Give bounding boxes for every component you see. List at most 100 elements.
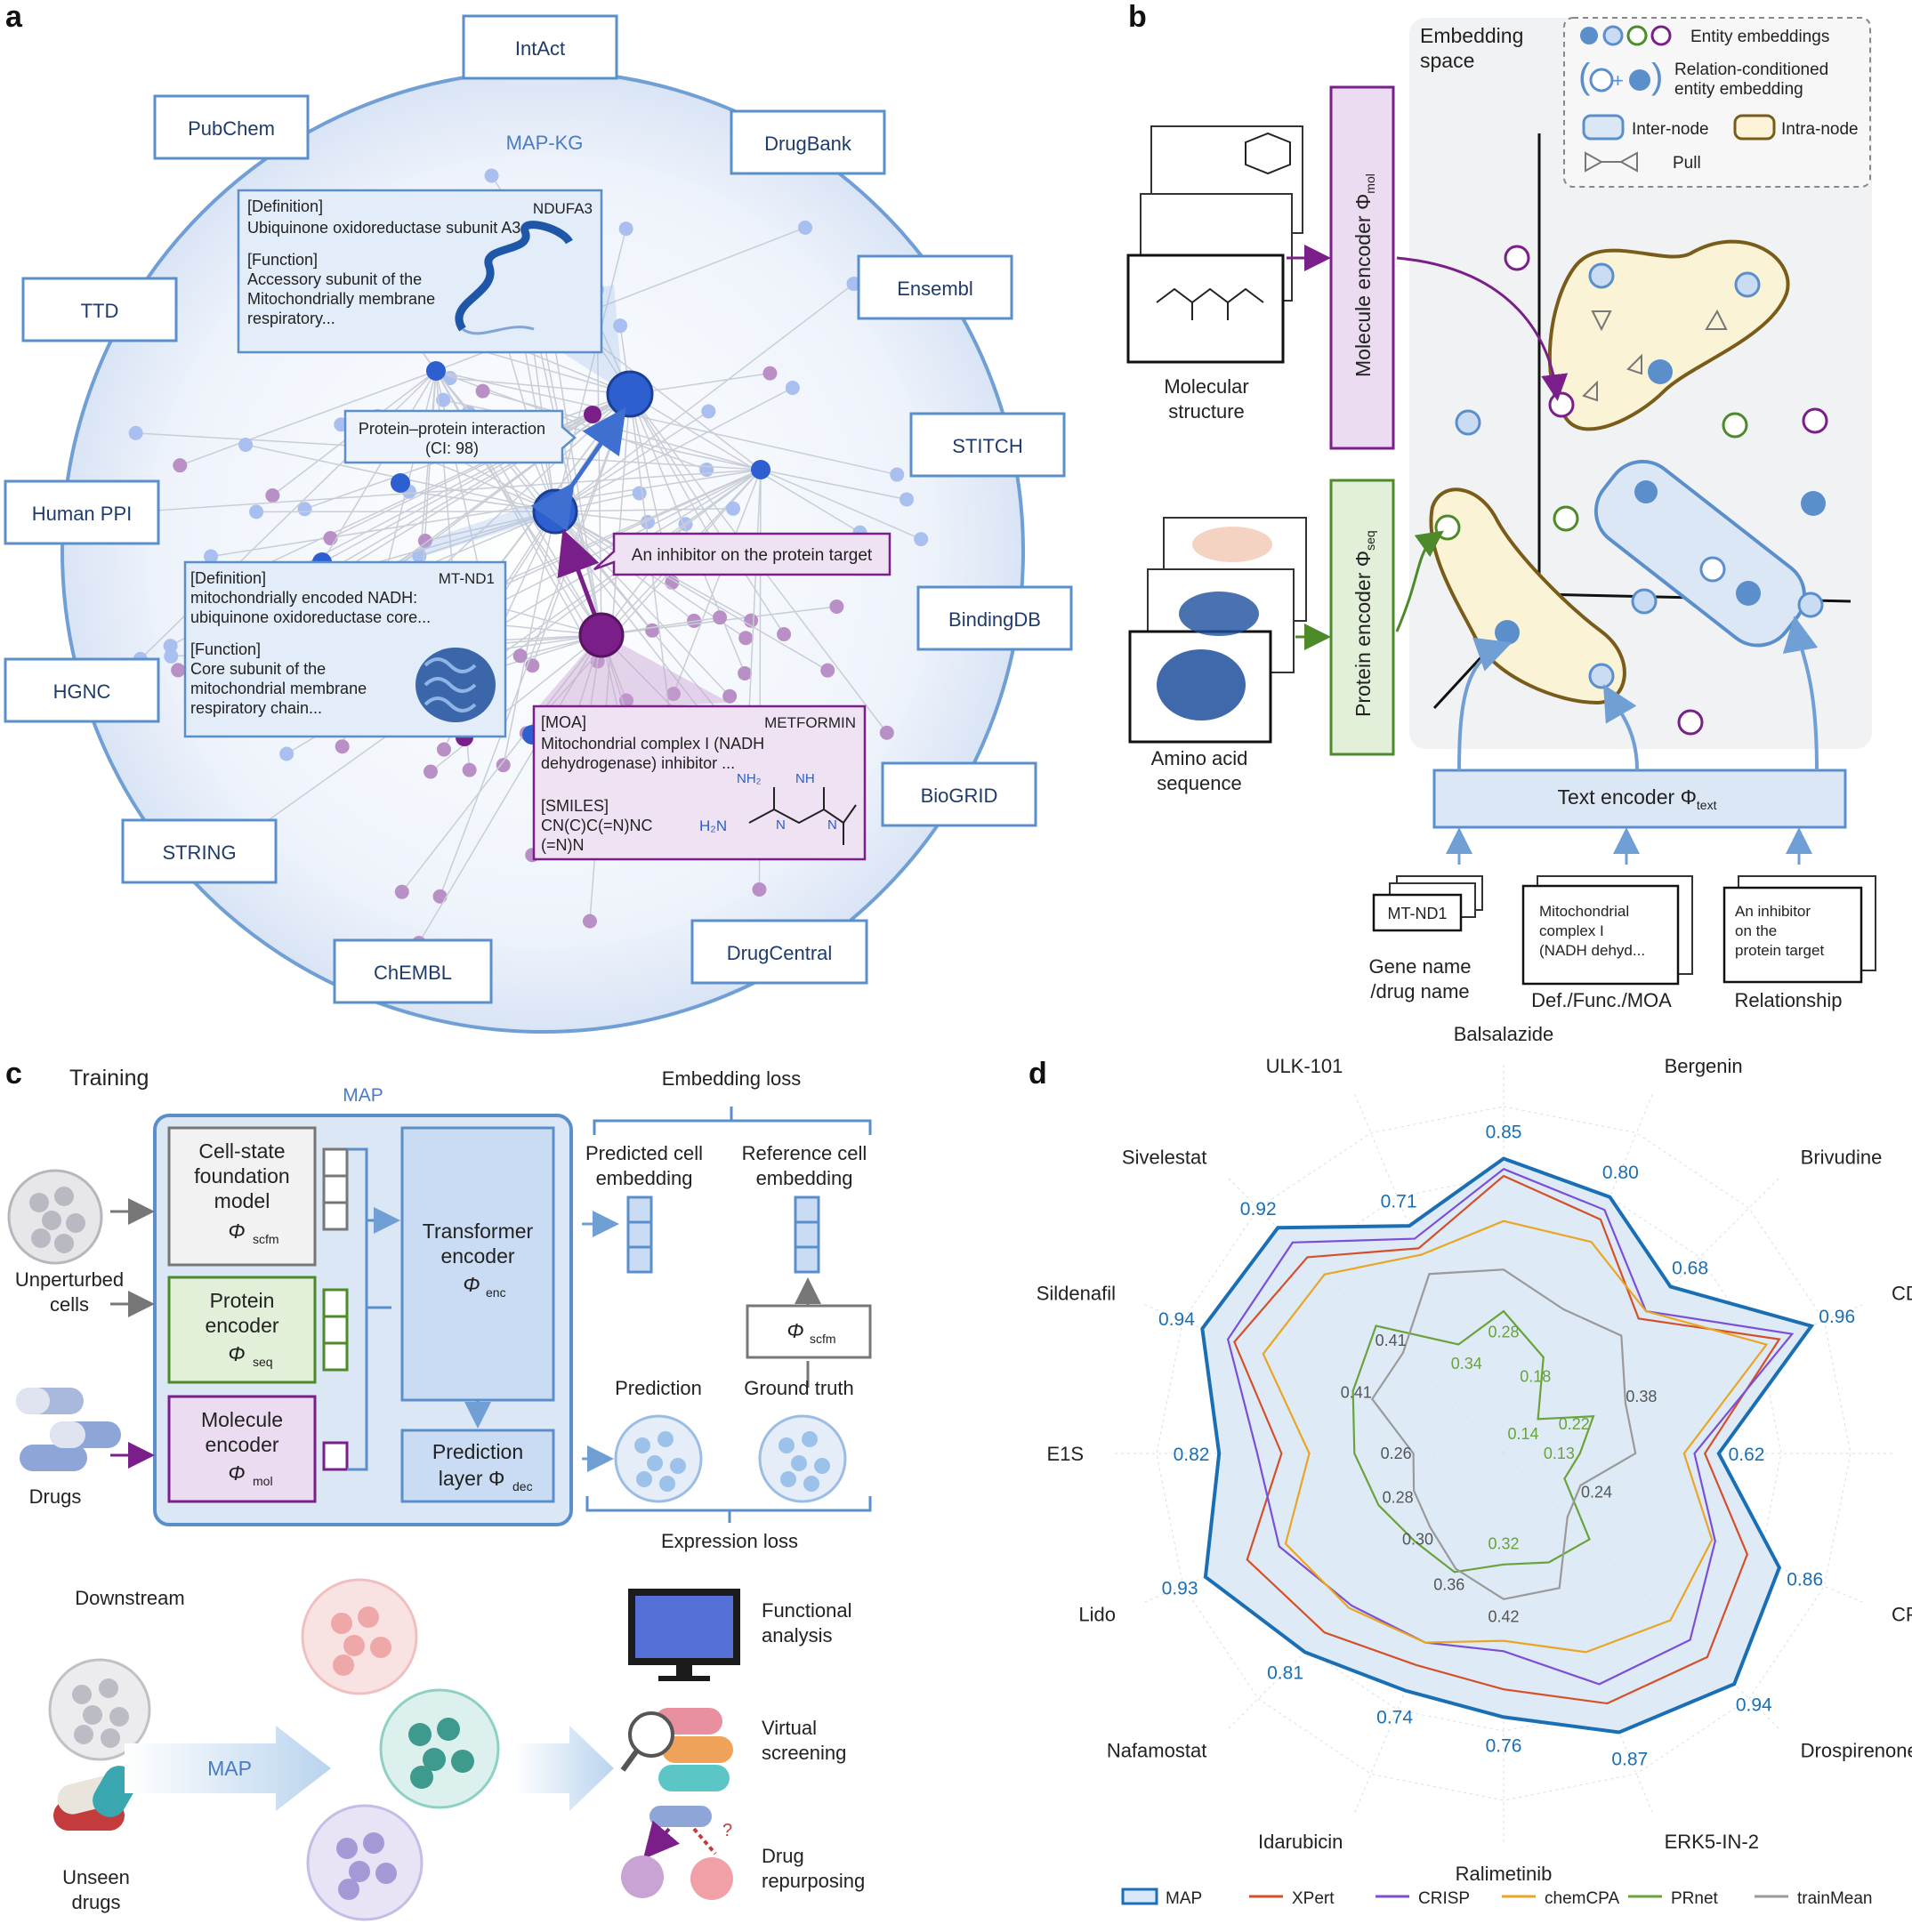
svg-text:embedding: embedding xyxy=(756,1167,853,1189)
amino-acid-cards xyxy=(1128,517,1307,744)
kg-node xyxy=(726,501,741,516)
kg-node xyxy=(829,599,844,614)
legend-relation-conditioned: Relation-conditioned xyxy=(1674,60,1828,79)
prediction-cells-icon xyxy=(614,1414,703,1503)
virtual-screening-label: Virtual xyxy=(762,1717,817,1739)
radar-map-value-label: 0.85 xyxy=(1486,1122,1522,1142)
svg-text:foundation: foundation xyxy=(194,1164,289,1187)
radar-prnet-value-label: 0.28 xyxy=(1488,1324,1519,1341)
radar-category-label: Ralimetinib xyxy=(1456,1863,1553,1885)
kg-node xyxy=(820,663,835,678)
svg-text:Ensembl: Ensembl xyxy=(897,278,973,300)
db-drugbank[interactable]: DrugBank xyxy=(730,109,886,175)
svg-text:DrugBank: DrugBank xyxy=(764,133,852,155)
radar-category-label: E1S xyxy=(1047,1443,1085,1465)
svg-text:protein target: protein target xyxy=(1735,942,1824,959)
radar-series-crisp xyxy=(1226,1167,1795,1686)
svg-text:NH₂: NH₂ xyxy=(737,771,762,786)
svg-text:enc: enc xyxy=(486,1285,506,1300)
legend-intra-node: Intra-node xyxy=(1781,120,1859,139)
radar-map-value-label: 0.93 xyxy=(1162,1579,1198,1599)
kg-node xyxy=(279,746,294,761)
kg-node xyxy=(436,392,451,407)
db-chembl[interactable]: ChEMBL xyxy=(333,938,493,1004)
svg-text:An inhibitor on the protein ta: An inhibitor on the protein target xyxy=(632,546,873,565)
db-intact[interactable]: IntAct xyxy=(462,14,618,80)
svg-text:Protein encoder Φseq: Protein encoder Φseq xyxy=(1351,530,1377,717)
db-ttd[interactable]: TTD xyxy=(21,277,178,342)
protein-encoder-box: Protein encoder Φseq xyxy=(1329,479,1395,756)
svg-text:seq: seq xyxy=(253,1355,273,1369)
radar-trainmean-value-label: 0.41 xyxy=(1341,1383,1372,1401)
kg-edge xyxy=(629,393,785,635)
db-bindingdb[interactable]: BindingDB xyxy=(916,585,1073,651)
db-hgnc[interactable]: HGNC xyxy=(4,657,160,723)
panel-b-legend: Entity embeddings ( + ) Relation-conditi… xyxy=(1563,17,1871,188)
svg-text:[Function]: [Function] xyxy=(190,640,261,658)
kg-node xyxy=(173,458,188,473)
drugs-label: Drugs xyxy=(29,1485,82,1508)
svg-text:MAP: MAP xyxy=(207,1757,252,1780)
kg-edge xyxy=(418,634,602,944)
metformin-structure-icon: NH₂ NH H₂N N N xyxy=(699,771,857,845)
embedding-space-label: Embedding xyxy=(1420,24,1523,47)
svg-text:[SMILES]: [SMILES] xyxy=(541,797,609,815)
radar-trainmean-value-label: 0.42 xyxy=(1488,1607,1519,1625)
kg-node xyxy=(914,532,929,547)
kg-node xyxy=(164,648,179,664)
svg-text:entity embedding: entity embedding xyxy=(1674,80,1803,99)
kg-edge xyxy=(629,372,770,395)
svg-text:dehydrogenase) inhibitor ...: dehydrogenase) inhibitor ... xyxy=(541,754,735,772)
functional-analysis-label: Functional xyxy=(762,1599,852,1622)
kg-node xyxy=(335,739,350,754)
svg-text:(: ( xyxy=(1578,57,1591,96)
db-biogrid[interactable]: BioGRID xyxy=(881,761,1037,827)
kg-node xyxy=(394,884,409,899)
virtual-screening-icon xyxy=(620,1708,733,1791)
kg-node xyxy=(762,366,778,381)
db-drugcentral[interactable]: DrugCentral xyxy=(690,919,868,985)
unperturbed-cells-icon xyxy=(7,1169,103,1265)
intra-node-region-bottom xyxy=(1429,487,1626,705)
svg-text:Protein–protein interaction: Protein–protein interaction xyxy=(359,420,545,438)
kg-edge xyxy=(526,469,762,734)
db-human-ppi[interactable]: Human PPI xyxy=(4,479,160,545)
functional-analysis-icon xyxy=(628,1589,740,1681)
db-pubchem[interactable]: PubChem xyxy=(153,94,310,160)
amino-acid-label: Amino acid xyxy=(1151,747,1248,769)
radar-category-label: Bergenin xyxy=(1665,1055,1743,1077)
panel-d-radar: BalsalazideBergeninBrivudineCDCPXCP21R7D… xyxy=(1037,1023,1912,1908)
kg-edge xyxy=(210,469,762,558)
svg-text:BioGRID: BioGRID xyxy=(921,785,998,807)
radar-prnet-value-label: 0.18 xyxy=(1520,1368,1551,1386)
ground-truth-cells-icon xyxy=(758,1414,847,1503)
db-stitch[interactable]: STITCH xyxy=(909,412,1066,478)
ppi-edge xyxy=(530,407,626,532)
svg-text:(CI: 98): (CI: 98) xyxy=(425,439,479,457)
kg-edge xyxy=(760,469,908,501)
radar-category-label: CD xyxy=(1892,1282,1912,1304)
radar-map-value-label: 0.80 xyxy=(1602,1163,1639,1183)
svg-text:encoder: encoder xyxy=(205,1433,278,1456)
legend-inter-node: Inter-node xyxy=(1632,120,1709,139)
svg-text:Human PPI: Human PPI xyxy=(32,503,133,525)
radar-prnet-value-label: 0.14 xyxy=(1508,1425,1539,1443)
svg-text:): ) xyxy=(1651,57,1663,96)
radar-series xyxy=(1200,1156,1815,1735)
kg-node xyxy=(785,381,800,396)
drugs-icon xyxy=(16,1388,121,1471)
db-ensembl[interactable]: Ensembl xyxy=(857,254,1013,320)
legend-label-crisp: CRISP xyxy=(1418,1889,1470,1908)
node-mt-nd1 xyxy=(532,488,578,535)
radar-category-label: ERK5-IN-2 xyxy=(1665,1831,1759,1853)
mol-embedding-arrow xyxy=(1396,256,1569,401)
protein-encoder-box-c: Protein encoder Φ seq xyxy=(167,1276,349,1384)
radar-trainmean-value-label: 0.38 xyxy=(1626,1388,1657,1405)
kg-node xyxy=(632,486,647,501)
db-string[interactable]: STRING xyxy=(121,818,278,884)
radar-map-value-label: 0.62 xyxy=(1729,1445,1765,1465)
svg-text:H₂N: H₂N xyxy=(699,817,727,834)
card-metformin: [MOA] METFORMIN Mitochondrial complex I … xyxy=(532,704,867,861)
kg-node xyxy=(238,437,254,452)
kg-node xyxy=(171,663,186,678)
